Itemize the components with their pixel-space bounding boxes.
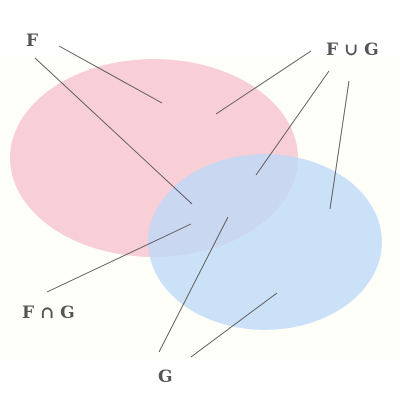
label-union: F ∪ G (326, 40, 379, 60)
leader-line-intersection (46, 223, 192, 293)
leader-line-f-1 (58, 45, 163, 104)
label-f: F (26, 31, 38, 51)
leader-line-union-3 (329, 80, 350, 210)
leader-line-g-2 (190, 292, 278, 358)
leader-line-f-2 (34, 57, 193, 205)
leader-lines (34, 45, 350, 358)
leader-line-g-1 (158, 216, 229, 353)
leader-line-union-2 (255, 70, 330, 176)
set-g-ellipse (148, 154, 382, 330)
label-intersection: F ∩ G (22, 303, 75, 323)
leader-line-union-1 (215, 50, 312, 115)
label-g: G (158, 367, 173, 387)
